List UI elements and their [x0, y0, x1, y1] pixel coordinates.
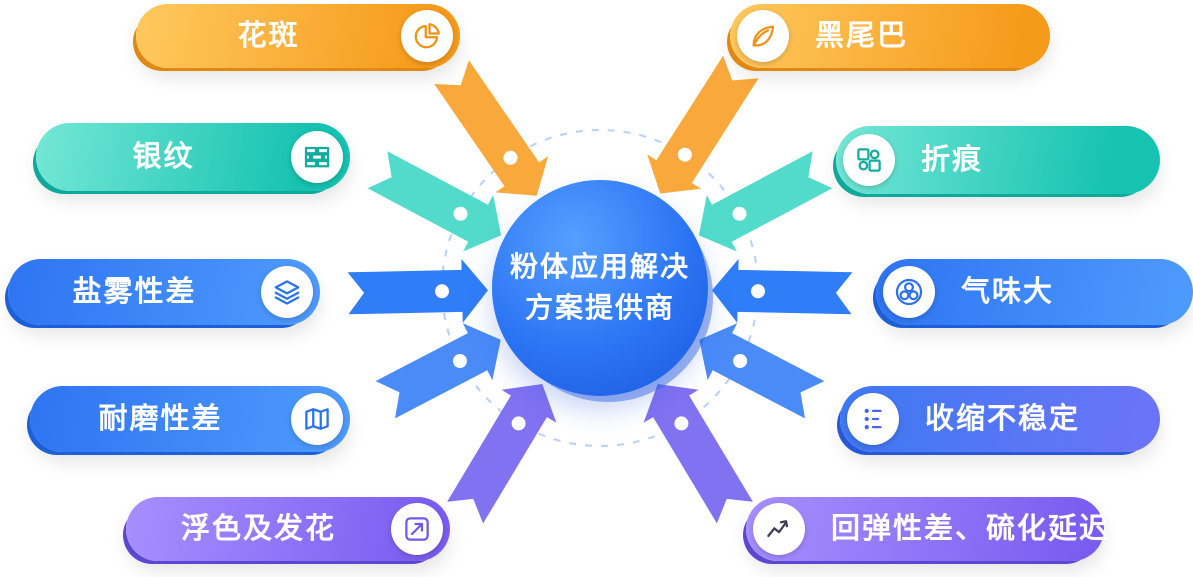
trend-box-icon [391, 503, 443, 555]
layers-icon [261, 266, 313, 318]
rings-icon [883, 266, 935, 318]
pill-wear-resistance: 耐磨性差 [30, 386, 350, 452]
pill-black-tail: 黑尾巴 [730, 4, 1050, 68]
pill-mottle: 花斑 [136, 4, 460, 68]
pill-label: 回弹性差、硫化延迟 [831, 512, 1111, 545]
center-title-line1: 粉体应用解决 [509, 251, 690, 283]
pie-chart-icon [401, 10, 453, 62]
pill-label: 耐磨性差 [98, 402, 223, 435]
bricks-icon [291, 131, 343, 183]
leaf-icon [737, 10, 789, 62]
pill-label: 银纹 [132, 140, 195, 173]
map-icon [291, 393, 343, 445]
pill-label: 花斑 [237, 19, 300, 52]
puzzle-icon [843, 134, 895, 186]
pill-label: 浮色及发花 [180, 512, 336, 545]
dotted-list-icon [847, 393, 899, 445]
center-hub: 粉体应用解决 方案提供商 [492, 180, 708, 396]
pill-label: 折痕 [921, 143, 984, 176]
pill-label: 气味大 [961, 275, 1055, 308]
pill-salt-spray: 盐雾性差 [8, 259, 320, 325]
line-chart-icon [753, 503, 805, 555]
pill-label: 盐雾性差 [72, 275, 197, 308]
pill-float-color: 浮色及发花 [126, 497, 450, 561]
pill-shrinkage: 收缩不稳定 [840, 386, 1160, 452]
pill-crease: 折痕 [836, 126, 1160, 194]
center-title-line2: 方案提供商 [524, 292, 675, 323]
pill-silver-streak: 银纹 [36, 123, 350, 191]
pill-odor: 气味大 [876, 259, 1193, 325]
pill-rebound-vulcanization: 回弹性差、硫化延迟 [746, 497, 1108, 561]
pill-label: 黑尾巴 [815, 19, 909, 52]
pill-label: 收缩不稳定 [925, 402, 1081, 435]
